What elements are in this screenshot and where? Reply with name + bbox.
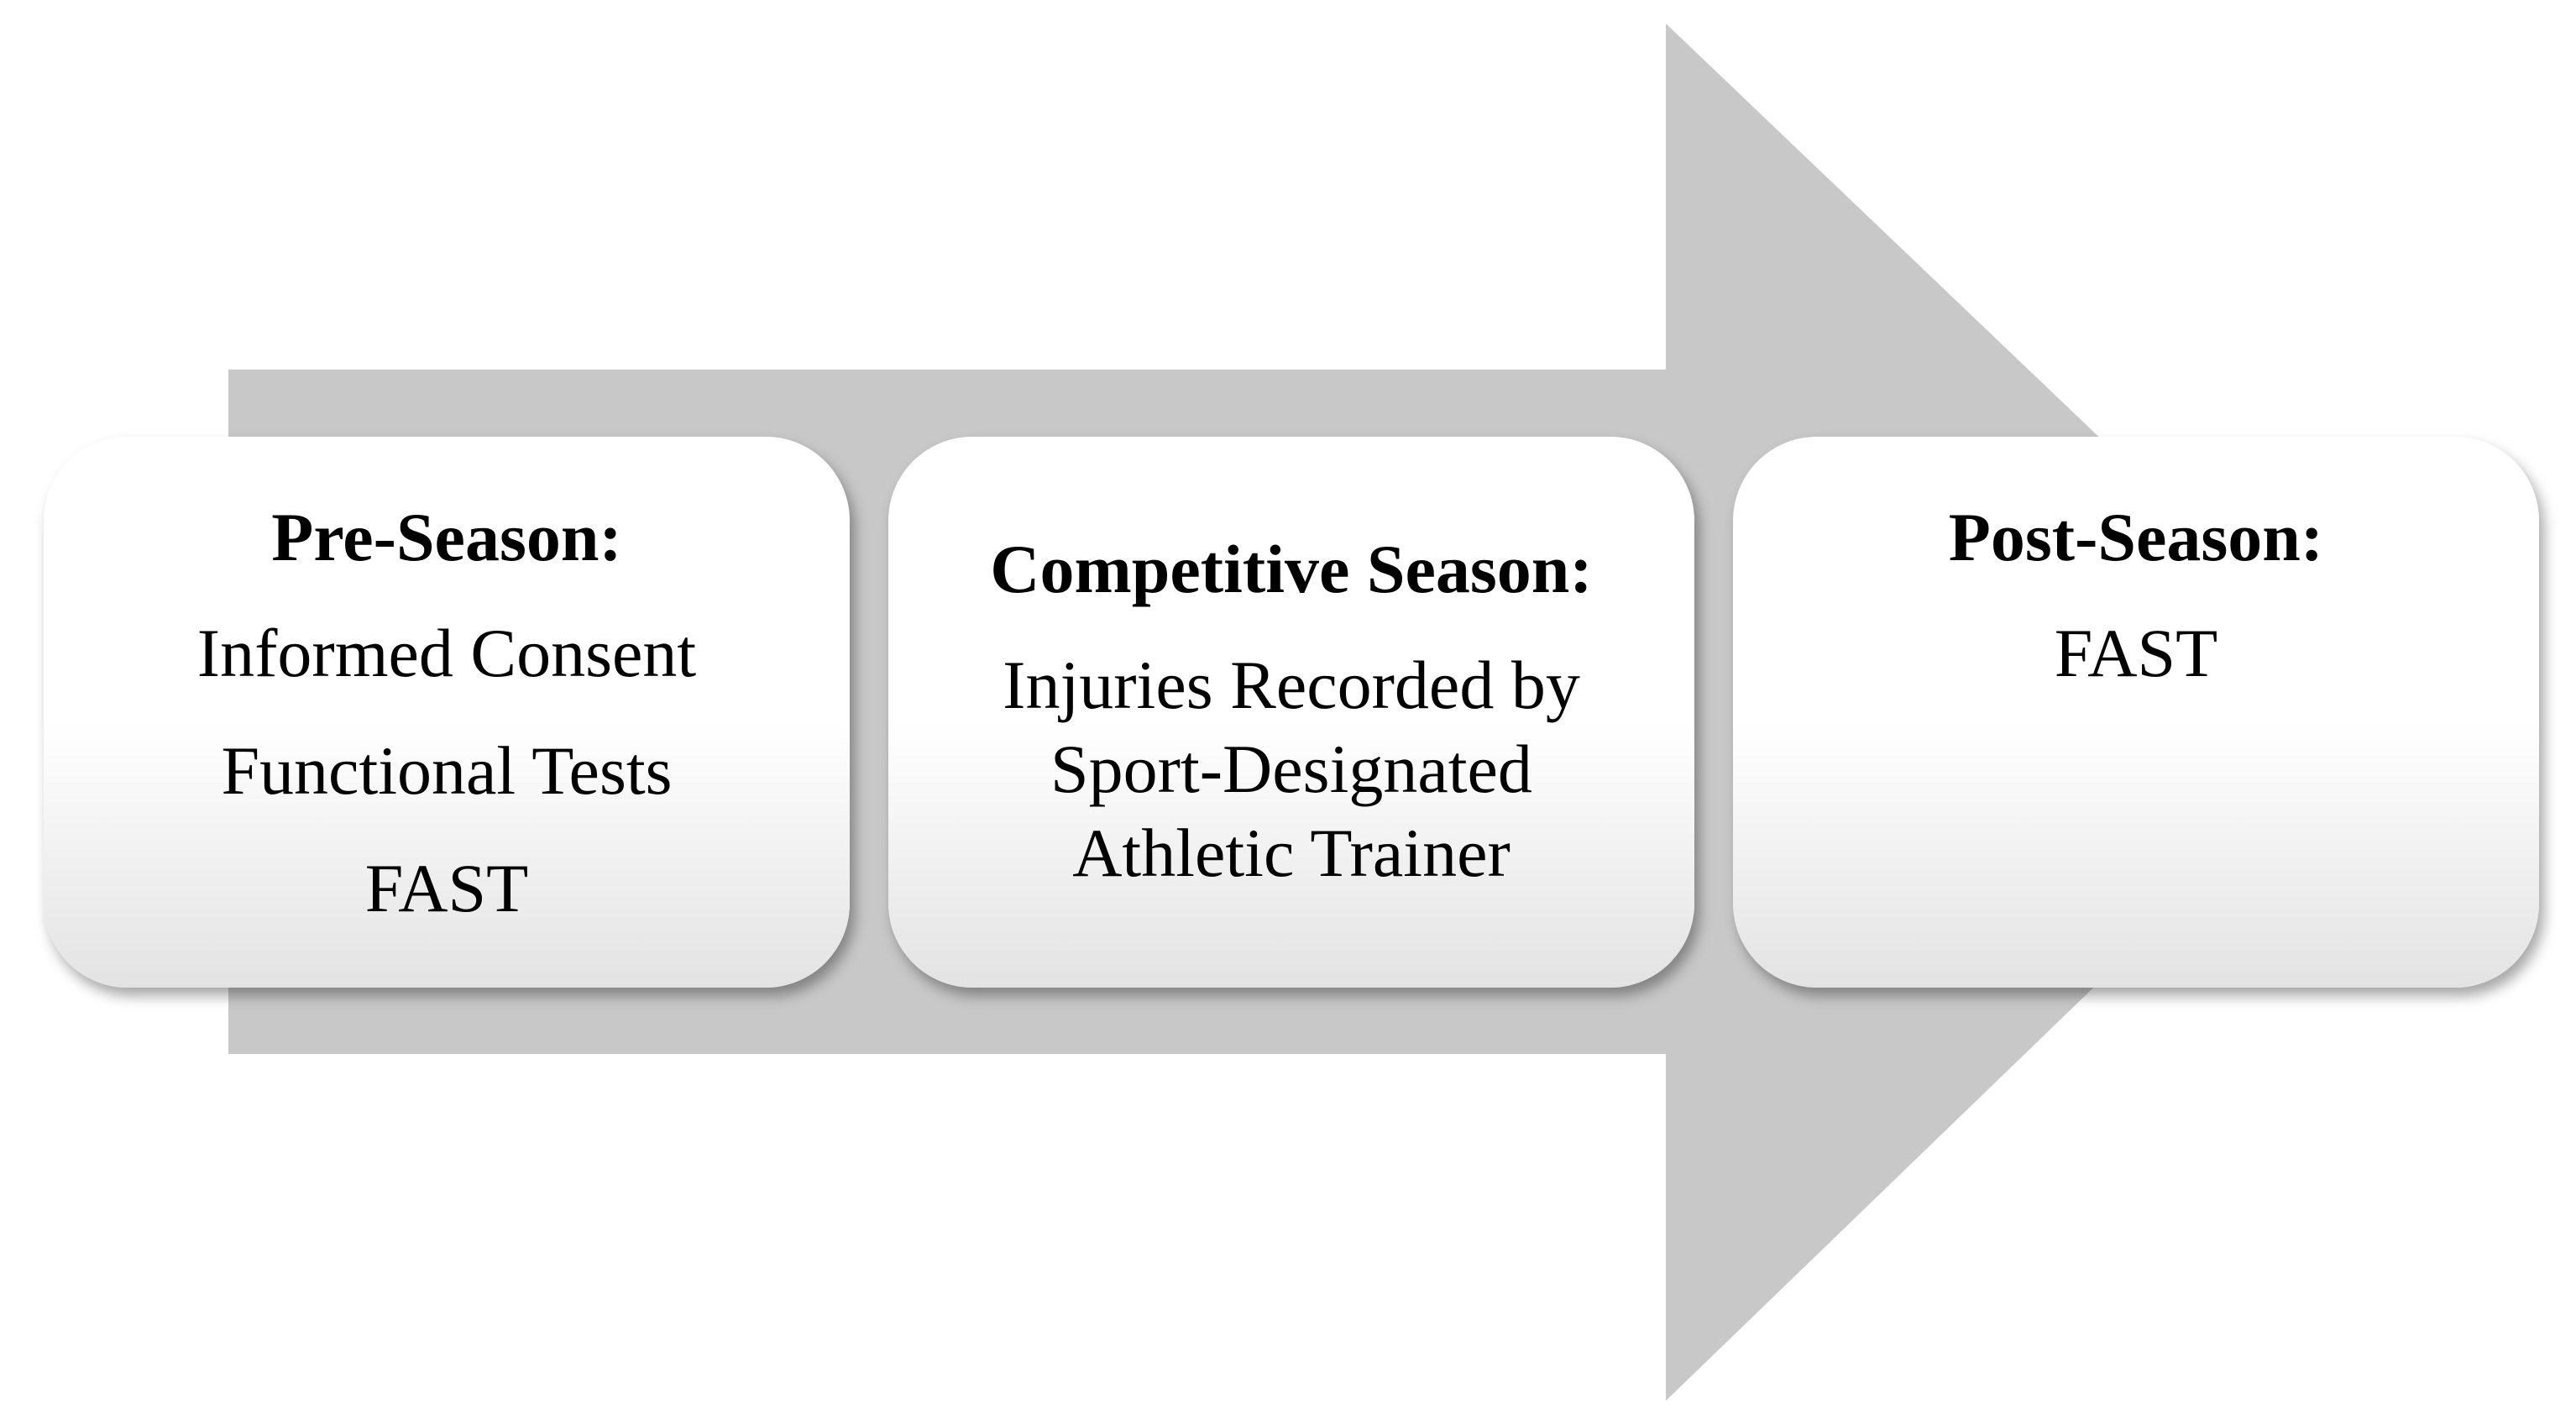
stage-item: FAST — [364, 850, 529, 926]
stage-item: Injuries Recorded by — [1003, 647, 1580, 723]
stage-box-pre-season: Pre-Season: Informed Consent Functional … — [44, 437, 850, 988]
stage-item: FAST — [2054, 615, 2218, 691]
stage-title: Pre-Season: — [271, 499, 622, 575]
stage-box-post-season: Post-Season: FAST — [1733, 437, 2539, 988]
stage-title: Competitive Season: — [990, 531, 1593, 607]
stage-title: Post-Season: — [1948, 499, 2324, 575]
stage-item: Sport-Designated — [1050, 731, 1532, 807]
stage-box-competitive-season: Competitive Season: Injuries Recorded by… — [888, 437, 1694, 988]
stage-item: Informed Consent — [196, 615, 697, 691]
stage-item: Athletic Trainer — [1072, 815, 1511, 891]
stage-item: Functional Tests — [221, 732, 673, 809]
